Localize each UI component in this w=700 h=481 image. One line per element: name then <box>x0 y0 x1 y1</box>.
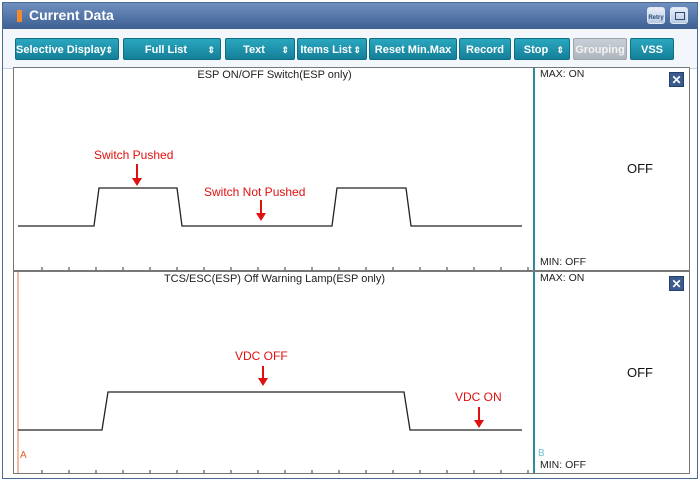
annotation-vdc-off: VDC OFF <box>235 349 288 363</box>
annotation-vdc-on: VDC ON <box>455 390 502 404</box>
window-title: Current Data <box>29 7 114 23</box>
graph-title: TCS/ESC(ESP) Off Warning Lamp(ESP only) <box>163 273 386 285</box>
title-bar: Current Data Retry <box>3 3 697 29</box>
dropdown-arrow-icon: ⇕ <box>207 45 215 55</box>
dropdown-arrow-icon: ⇕ <box>353 45 361 55</box>
max-value: MAX: ON <box>540 272 585 284</box>
annotation-switch-not-pushed: Switch Not Pushed <box>204 185 306 199</box>
retry-button[interactable]: Retry <box>647 7 665 24</box>
full-list-dropdown[interactable]: Full List ⇕ <box>123 38 221 60</box>
stop-dropdown[interactable]: Stop ⇕ <box>514 38 570 60</box>
dropdown-arrow-icon: ⇕ <box>105 45 113 55</box>
selective-display-dropdown[interactable]: Selective Display ⇕ <box>15 38 119 60</box>
restore-window-button[interactable] <box>670 7 688 24</box>
reset-min-max-button[interactable]: Reset Min.Max <box>369 38 457 60</box>
dropdown-arrow-icon: ⇕ <box>281 45 289 55</box>
close-graph-button[interactable]: ✕ <box>669 72 684 87</box>
record-button[interactable]: Record <box>459 38 511 60</box>
min-value: MIN: OFF <box>540 256 587 268</box>
cursor-a-label: A <box>20 450 27 461</box>
min-value: MIN: OFF <box>540 459 587 471</box>
title-marker-icon <box>17 10 22 22</box>
dropdown-arrow-icon: ⇕ <box>556 45 564 55</box>
graph-title: ESP ON/OFF Switch(ESP only) <box>197 69 352 81</box>
text-dropdown[interactable]: Text ⇕ <box>225 38 295 60</box>
x-axis-ticks <box>41 470 529 473</box>
current-value: OFF <box>627 365 653 380</box>
annotation-arrows <box>258 366 484 428</box>
text-label: Text <box>243 44 265 56</box>
annotation-switch-pushed: Switch Pushed <box>94 148 174 162</box>
annotation-arrows <box>132 164 266 221</box>
value-panel: MAX: ON ✕ OFF B MIN: OFF <box>537 272 689 473</box>
signal-graph <box>18 164 529 270</box>
graph-panel-esp-switch: ESP ON/OFF Switch(ESP only) <box>13 67 690 271</box>
current-value: OFF <box>627 161 653 176</box>
signal-trace <box>18 187 522 227</box>
toolbar: Selective Display ⇕ Full List ⇕ Text ⇕ I… <box>3 29 697 69</box>
stop-label: Stop <box>523 44 549 56</box>
plot-area: ESP ON/OFF Switch(ESP only) <box>14 68 535 270</box>
items-list-dropdown[interactable]: Items List ⇕ <box>297 38 367 60</box>
grouping-button[interactable]: Grouping <box>573 38 627 60</box>
value-panel: MAX: ON ✕ OFF MIN: OFF <box>537 68 689 270</box>
graph-panel-warning-lamp: TCS/ESC(ESP) Off Warning Lamp(ESP only) <box>13 271 690 474</box>
signal-graph <box>17 272 529 473</box>
plot-area: TCS/ESC(ESP) Off Warning Lamp(ESP only) <box>14 272 535 473</box>
close-graph-button[interactable]: ✕ <box>669 276 684 291</box>
items-list-label: Items List <box>300 44 352 56</box>
x-axis-ticks <box>41 267 529 270</box>
cursor-b-label: B <box>538 448 545 459</box>
vss-button[interactable]: VSS <box>630 38 674 60</box>
max-value: MAX: ON <box>540 68 585 80</box>
signal-trace <box>18 391 522 431</box>
selective-display-label: Selective Display <box>16 44 106 56</box>
full-list-label: Full List <box>144 44 188 56</box>
